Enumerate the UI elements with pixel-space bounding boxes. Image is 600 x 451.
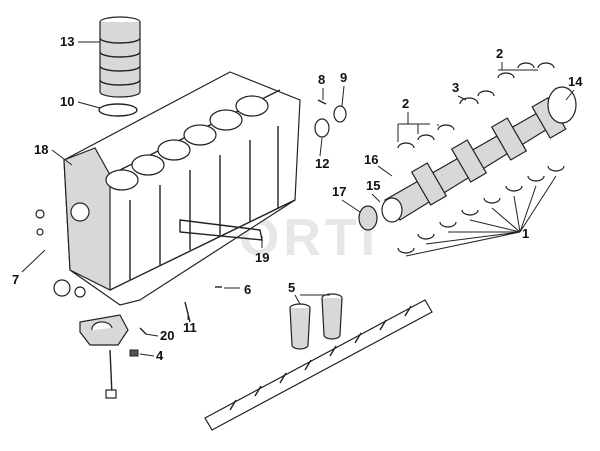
callout-2-right: 2 bbox=[496, 46, 503, 61]
cylinder-liner bbox=[99, 16, 141, 98]
tappets bbox=[289, 293, 343, 350]
main-bearing-shells-upper bbox=[397, 62, 555, 149]
main-bearing-cap bbox=[79, 314, 129, 346]
callout-16: 16 bbox=[364, 152, 378, 167]
plug-left-upper bbox=[35, 209, 45, 219]
callouts: 13 10 18 7 8 9 12 19 6 11 20 4 5 2 2 3 1… bbox=[12, 34, 583, 363]
cover-plate-12 bbox=[314, 118, 330, 138]
callout-10: 10 bbox=[60, 94, 74, 109]
dowel-pin bbox=[129, 349, 139, 357]
callout-4: 4 bbox=[156, 348, 164, 363]
callout-19: 19 bbox=[255, 250, 269, 265]
callout-13: 13 bbox=[60, 34, 74, 49]
plug-left-mid bbox=[36, 228, 44, 236]
crankshaft bbox=[381, 86, 577, 223]
callout-20: 20 bbox=[160, 328, 174, 343]
liner-seal-ring bbox=[98, 103, 138, 117]
main-bearing-shells-lower bbox=[397, 165, 565, 254]
leader-lines bbox=[21, 41, 575, 357]
callout-11: 11 bbox=[183, 320, 197, 335]
callout-14: 14 bbox=[568, 74, 583, 89]
plug-left-lower bbox=[74, 286, 86, 298]
callout-12: 12 bbox=[315, 156, 329, 171]
callout-17: 17 bbox=[332, 184, 346, 199]
callout-7: 7 bbox=[12, 272, 19, 287]
callout-5: 5 bbox=[288, 280, 295, 295]
callout-18: 18 bbox=[34, 142, 48, 157]
bolt-8 bbox=[317, 99, 327, 105]
main-bearing-bolt bbox=[105, 349, 117, 399]
plug bbox=[139, 327, 147, 335]
callout-2-left: 2 bbox=[402, 96, 409, 111]
callout-1: 1 bbox=[522, 226, 529, 241]
cylinder-block bbox=[53, 71, 301, 306]
callout-6: 6 bbox=[244, 282, 251, 297]
camshaft bbox=[204, 299, 433, 431]
crankshaft-gear bbox=[358, 205, 378, 231]
callout-3: 3 bbox=[452, 80, 459, 95]
callout-9: 9 bbox=[340, 70, 347, 85]
callout-15: 15 bbox=[366, 178, 380, 193]
gasket-9 bbox=[333, 105, 347, 123]
callout-8: 8 bbox=[318, 72, 325, 87]
